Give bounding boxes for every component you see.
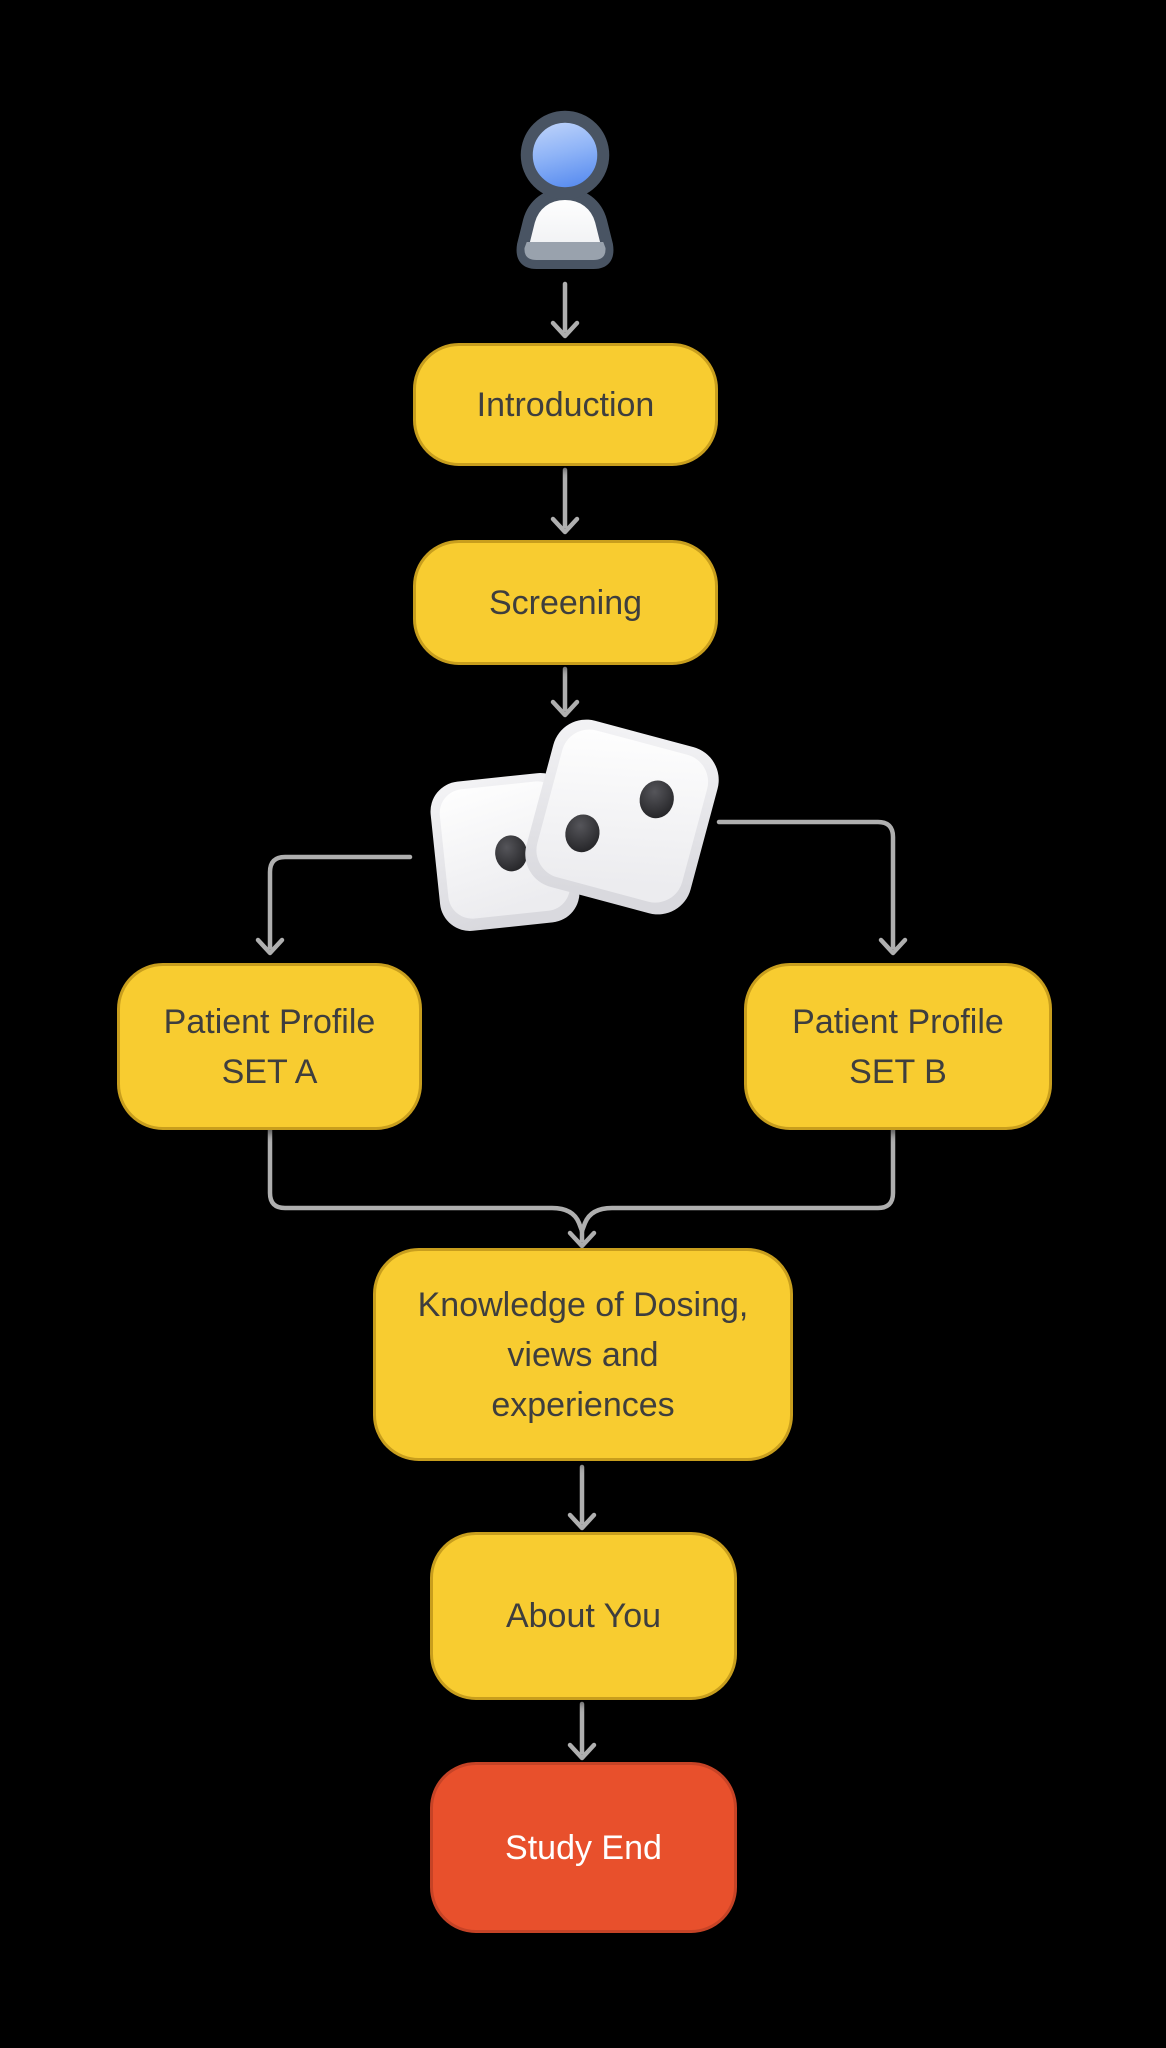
arrow-person-to-introduction [550, 281, 580, 339]
node-knowledge-of-dosing: Knowledge of Dosing, views and experienc… [373, 1248, 793, 1461]
branch-right-line [716, 819, 908, 956]
node-about-you: About You [430, 1532, 737, 1700]
node-knowledge-of-dosing-label: Knowledge of Dosing, views and experienc… [417, 1285, 749, 1424]
node-patient-profile-set-a: Patient Profile SET A [117, 963, 422, 1130]
arrow-merge-to-knowledge [567, 1225, 597, 1249]
node-patient-profile-set-b: Patient Profile SET B [744, 963, 1052, 1130]
connector-lines [255, 281, 908, 1761]
node-study-end: Study End [430, 1762, 737, 1933]
arrow-knowledge-to-aboutyou [567, 1464, 597, 1531]
node-patient-profile-set-a-label: Patient Profile SET A [163, 1002, 376, 1091]
merge-right-line [579, 1127, 896, 1234]
node-introduction: Introduction [413, 343, 718, 466]
study-participant-icon [516, 110, 614, 269]
arrow-introduction-to-screening [550, 467, 580, 535]
node-patient-profile-set-b-label: Patient Profile SET B [792, 1002, 1004, 1091]
randomization-dice-icon [430, 719, 719, 931]
node-study-end-label: Study End [505, 1828, 662, 1867]
node-introduction-label: Introduction [476, 385, 655, 424]
node-screening-label: Screening [488, 583, 643, 622]
merge-left-line [267, 1127, 585, 1234]
arrow-aboutyou-to-studyend [567, 1701, 597, 1761]
arrow-screening-to-dice [550, 666, 580, 718]
branch-left-line [255, 854, 413, 956]
node-screening: Screening [413, 540, 718, 665]
node-about-you-label: About You [505, 1597, 662, 1635]
